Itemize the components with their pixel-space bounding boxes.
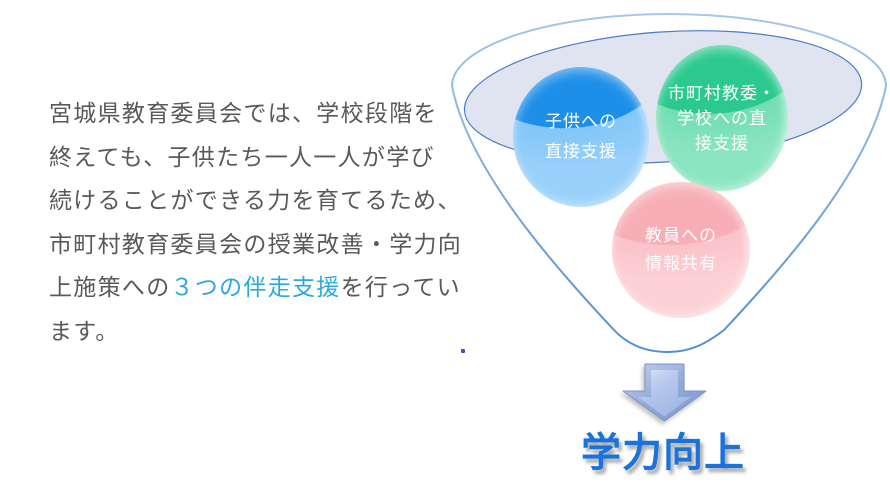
arrow-face xyxy=(638,370,691,417)
circle-text-line: 学校への直 xyxy=(677,108,767,128)
circle-text-line: 情報共有 xyxy=(645,254,717,273)
paragraph-line: 上施策への３つの伴走支援を行ってい xyxy=(49,266,479,310)
circle-text-line: 直接支援 xyxy=(545,142,617,161)
paragraph-text: 上施策への xyxy=(49,274,171,300)
circle-text-line: 子供への xyxy=(545,112,617,131)
paragraph-line: 続けることができる力を育てるため、 xyxy=(49,179,479,223)
circle-teacher-info-sharing: 教員への 情報共有 xyxy=(612,182,750,318)
stray-dot xyxy=(461,349,465,353)
paragraph-text: を行ってい xyxy=(340,274,461,300)
goal-label: 学力向上 xyxy=(581,431,745,475)
paragraph-text: 続けることができる力を育てるため、 xyxy=(49,187,462,213)
paragraph-line: 市町村教育委員会の授業改善・学力向 xyxy=(49,223,479,267)
paragraph-line: ます。 xyxy=(49,310,479,354)
circle-municipal-school-direct-support: 市町村教委・ 学校への直 接支援 xyxy=(656,45,788,191)
paragraph-line: 宮城県教育委員会では、学校段階を xyxy=(49,92,479,136)
circle-children-direct-support: 子供への 直接支援 xyxy=(513,67,649,207)
circle-text-line: 接支援 xyxy=(695,133,749,153)
intro-paragraph: 宮城県教育委員会では、学校段階を 終えても、子供たち一人一人が学び 続けることが… xyxy=(49,92,479,353)
circle-text-line: 市町村教委・ xyxy=(668,83,776,103)
paragraph-line: 終えても、子供たち一人一人が学び xyxy=(49,136,479,180)
circle-text-line: 教員への xyxy=(645,226,717,245)
paragraph-text: 終えても、子供たち一人一人が学び xyxy=(49,143,435,170)
paragraph-text: 市町村教育委員会の授業改善・学力向 xyxy=(49,230,463,257)
highlight-three-supports: ３つの伴走支援 xyxy=(170,274,341,300)
down-arrow-icon xyxy=(622,363,707,422)
paragraph-text: ます。 xyxy=(49,317,120,344)
paragraph-text: 宮城県教育委員会では、学校段階を xyxy=(49,100,438,126)
